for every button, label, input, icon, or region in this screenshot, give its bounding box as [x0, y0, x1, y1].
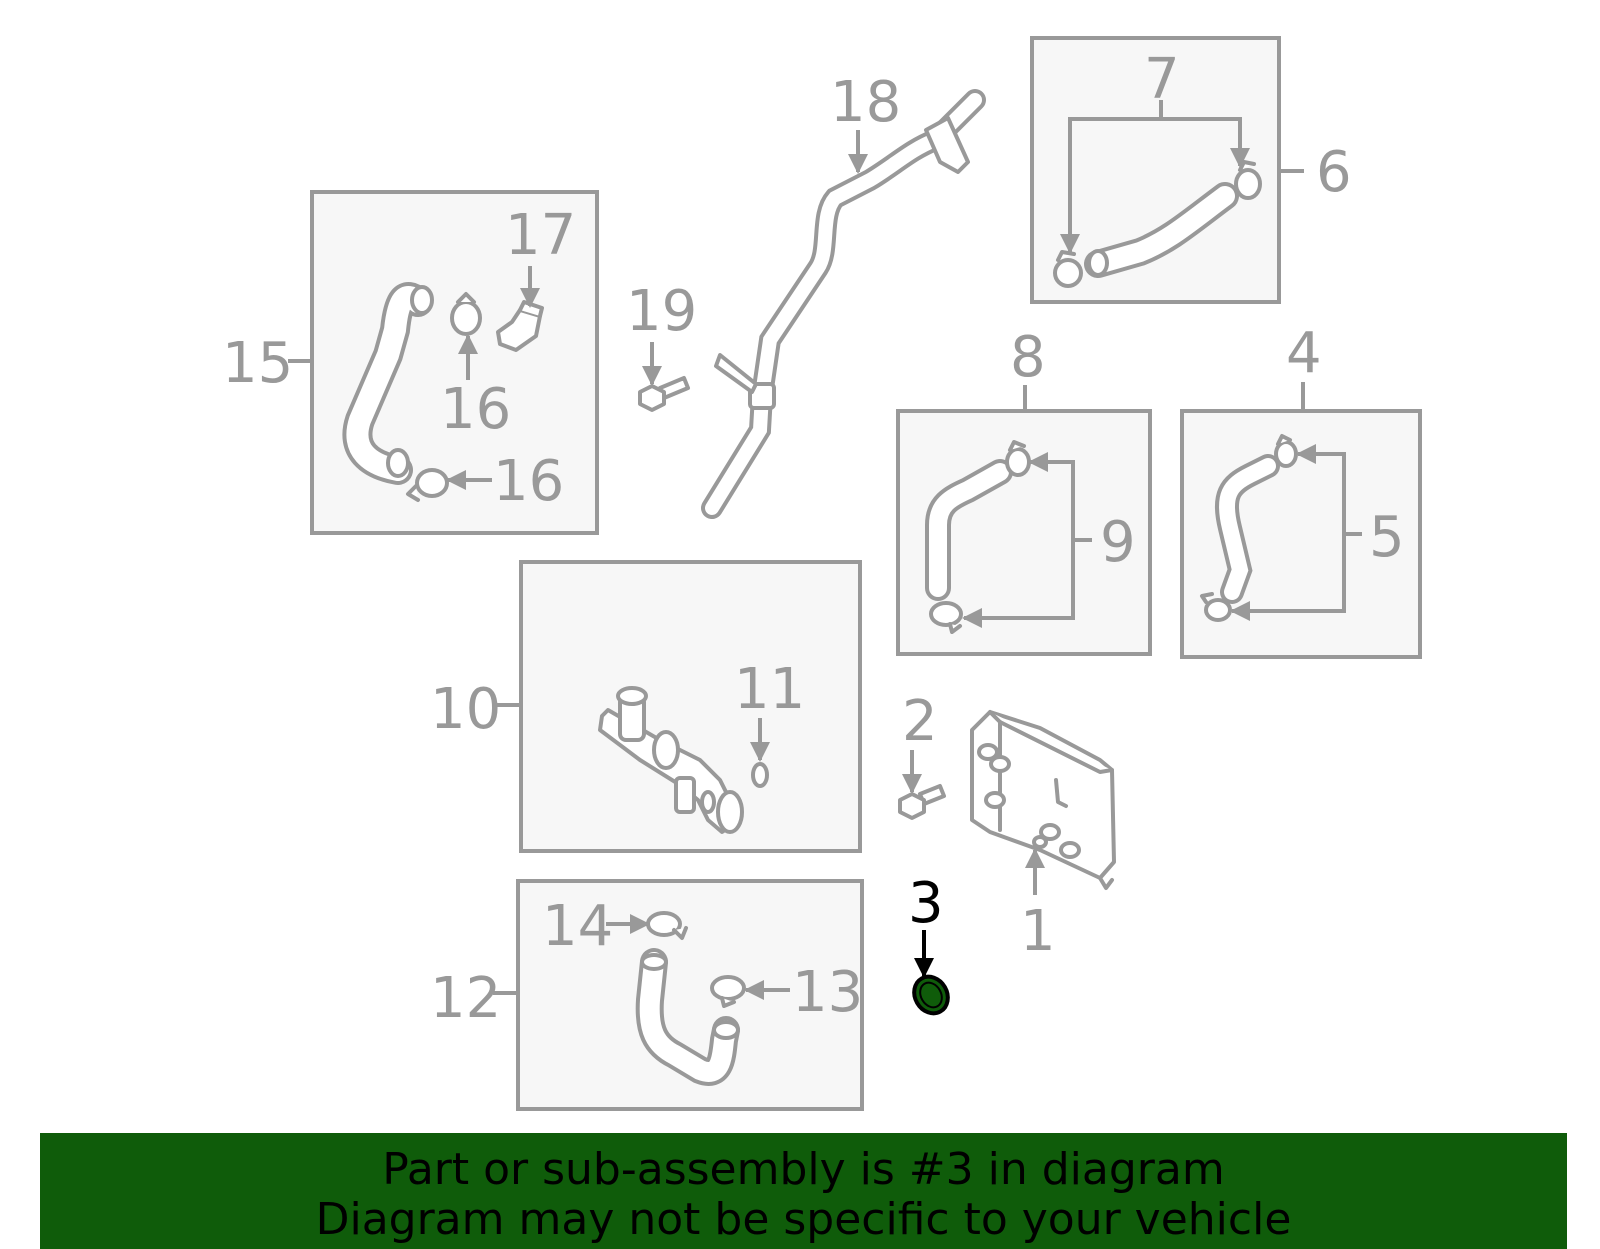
callout-7: 7: [1144, 47, 1180, 112]
callout-1: 1: [1020, 899, 1056, 964]
callout-11: 11: [734, 657, 805, 722]
oil-cooler-1: [970, 710, 1116, 890]
assembly-box-15: 15 16 16 17: [222, 190, 599, 535]
callout-10: 10: [430, 677, 501, 742]
assembly-box-6: 6 7: [1030, 36, 1352, 304]
o-ring-11: [751, 762, 769, 788]
callout-8: 8: [1010, 325, 1046, 390]
bolt-19: [638, 376, 690, 412]
callout-14: 14: [542, 894, 613, 959]
callout-17: 17: [505, 203, 576, 268]
info-banner: Part or sub-assembly is #3 in diagram Di…: [40, 1133, 1567, 1249]
callout-6: 6: [1316, 140, 1352, 205]
callout-2: 2: [902, 689, 938, 754]
assembly-box-10: 10 11: [430, 560, 862, 853]
banner-line-1: Part or sub-assembly is #3 in diagram: [382, 1144, 1225, 1195]
callout-5: 5: [1369, 505, 1405, 570]
heater-hose-15: [342, 282, 434, 485]
callout-16-lower: 16: [493, 449, 564, 514]
callout-12: 12: [430, 966, 501, 1031]
hose-clamp-9-lower: [929, 601, 963, 634]
assembly-box-8: 8 9: [896, 325, 1152, 656]
callout-18: 18: [830, 70, 901, 135]
bolt-2: [898, 784, 946, 820]
assembly-box-12: 12 14 13: [430, 879, 864, 1111]
hose-clamp-14: [646, 911, 688, 940]
callout-9: 9: [1100, 510, 1136, 575]
callout-19: 19: [626, 279, 697, 344]
callout-16-upper: 16: [440, 377, 511, 442]
assembly-box-4: 4 5: [1180, 321, 1422, 659]
callout-13: 13: [792, 960, 863, 1025]
callout-15: 15: [222, 331, 293, 396]
water-outlet-10: [598, 686, 744, 834]
callout-3: 3: [908, 871, 944, 936]
coolant-pipe-18: [701, 89, 986, 519]
heater-hose-12: [635, 948, 740, 1086]
highlighted-part-3: [912, 974, 950, 1016]
hose-clamp-16-lower: [406, 468, 449, 502]
callout-4: 4: [1286, 321, 1322, 386]
hose-clamp-9-upper: [1005, 440, 1031, 477]
banner-line-2: Diagram may not be specific to your vehi…: [315, 1194, 1292, 1245]
